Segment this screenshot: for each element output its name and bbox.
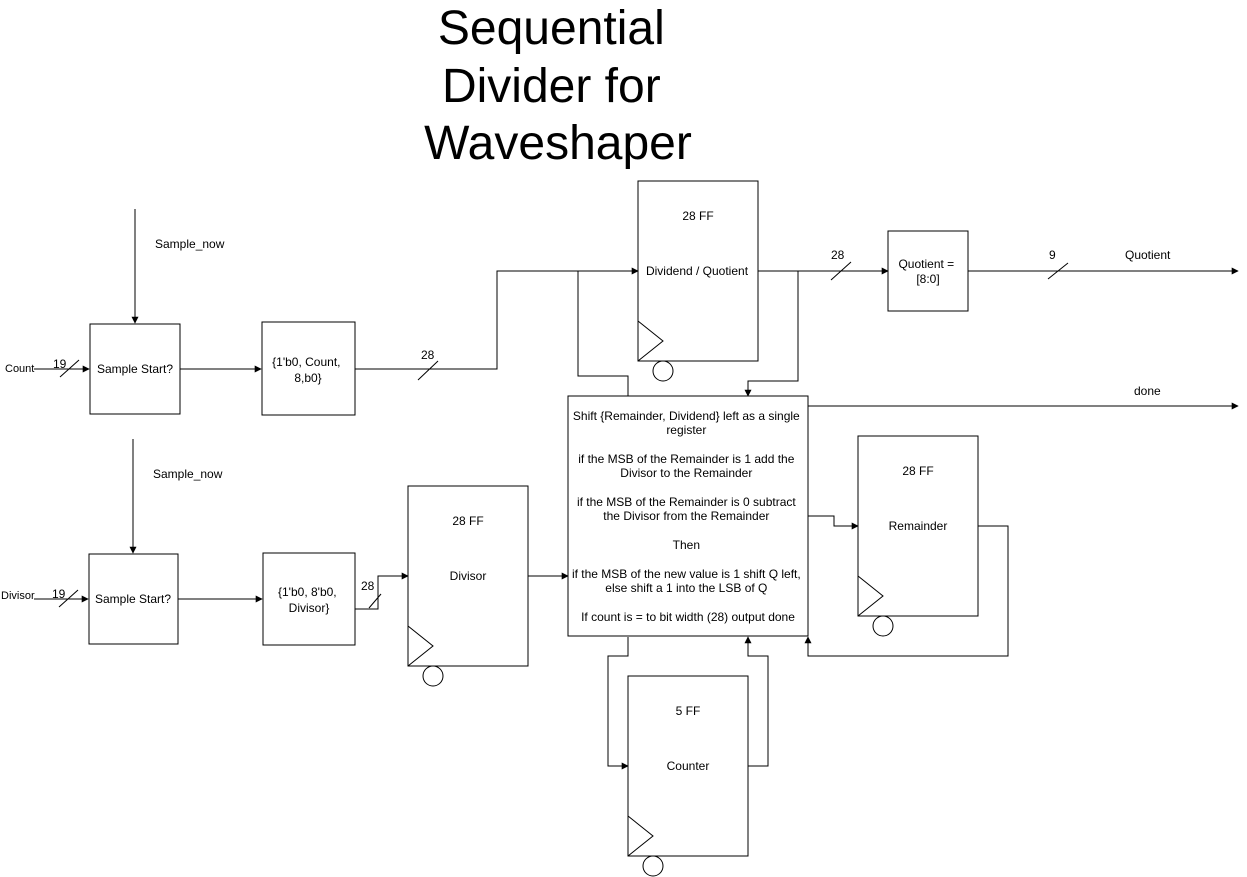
dividend-clock-bubble (652, 360, 674, 382)
concat-divisor-line-1: {1'b0, 8'b0, (278, 585, 337, 599)
quotient-out-width-label: 9 (1049, 248, 1056, 262)
divisor-register: 28 FF Divisor (407, 485, 529, 687)
title-line-1: Sequential (438, 2, 665, 55)
logic-line: else shift a 1 into the LSB of Q (605, 581, 767, 595)
remainder-register-size: 28 FF (902, 464, 933, 478)
divide-logic-text: Shift {Remainder, Dividend} left as a si… (572, 409, 804, 624)
divisor-register-size: 28 FF (452, 514, 483, 528)
concat-to-divisor-wire (355, 572, 409, 610)
remainder-to-logic-wire (804, 525, 1009, 657)
count-ext-width-label: 28 (421, 348, 435, 362)
concat-divisor-block: {1'b0, 8'b0, Divisor} (262, 552, 356, 646)
logic-line: the Divisor from the Remainder (603, 509, 769, 523)
counter-clock-bubble (642, 855, 664, 877)
divisor-input-label: Divisor (1, 590, 35, 602)
counter-to-logic-wire (744, 636, 769, 767)
sample-start-block-bottom: Sample Start? (88, 553, 179, 645)
dividend-out-width-label: 28 (831, 248, 845, 262)
done-output-label: done (1134, 384, 1161, 398)
concat-count-line-2: 8,b0} (294, 371, 321, 385)
divisor-clock-bubble (422, 665, 444, 687)
concat-count-box (261, 321, 356, 416)
count-to-dividend-wire (355, 267, 639, 370)
counter-clock-triangle (627, 815, 654, 857)
dividend-register-name: Dividend / Quotient (646, 264, 749, 278)
divide-logic-block: Shift {Remainder, Dividend} left as a si… (567, 395, 809, 637)
logic-line: if the MSB of the Remainder is 0 subtrac… (577, 495, 796, 509)
bus-slash-count-ext (417, 360, 439, 381)
logic-line: if the MSB of the Remainder is 1 add the (578, 452, 794, 466)
logic-line: Divisor to the Remainder (620, 466, 752, 480)
logic-line: Then (673, 538, 700, 552)
divisor-clock-triangle (407, 625, 434, 667)
sample-start-top-label: Sample Start? (97, 362, 173, 376)
divide-logic-box (567, 395, 809, 637)
quotient-slice-label: Quotient = [8:0] (898, 257, 957, 286)
logic-line: if the MSB of the new value is 1 shift Q… (572, 567, 801, 581)
dividend-clock-triangle (637, 320, 664, 362)
counter-register: 5 FF Counter (627, 675, 749, 877)
title-line-2: Divider for (442, 60, 661, 113)
count-in-width-label: 19 (53, 357, 67, 371)
divisor-register-name: Divisor (450, 569, 487, 583)
dividend-register-size: 28 FF (682, 209, 713, 223)
count-input-label: Count (5, 363, 34, 375)
quotient-output-label: Quotient (1125, 248, 1171, 262)
sample-start-bottom-label: Sample Start? (95, 592, 171, 606)
concat-count-block: {1'b0, Count, 8,b0} (261, 321, 356, 416)
bus-width-marks (58, 261, 1069, 609)
sample-start-bottom-line: Sample Start? (95, 592, 171, 606)
dividend-register: 28 FF Dividend / Quotient (637, 180, 759, 382)
dividend-register-box (637, 180, 759, 362)
remainder-clock-triangle (857, 575, 884, 617)
logic-line: register (666, 423, 706, 437)
wires (34, 209, 1239, 770)
bus-slash-dividend-out (830, 261, 852, 281)
divisor-ext-width-label: 28 (361, 579, 375, 593)
dividend-to-logic-wire (744, 271, 799, 397)
concat-divisor-label: {1'b0, 8'b0, Divisor} (278, 585, 340, 615)
concat-divisor-box (262, 552, 356, 646)
counter-register-name: Counter (667, 759, 710, 773)
bus-slash-divisor-in (58, 589, 79, 608)
logic-line: If count is = to bit width (28) output d… (581, 610, 795, 624)
logic-to-dividend-wire (577, 271, 629, 397)
sample-start-bottom-box (88, 553, 179, 645)
counter-register-size: 5 FF (676, 704, 701, 718)
logic-to-remainder-wire (808, 515, 859, 530)
remainder-register: 28 FF Remainder (857, 435, 979, 637)
diagram-title: Sequential Divider for Waveshaper (424, 2, 692, 170)
concat-count-line-1: {1'b0, Count, (272, 355, 340, 369)
sample-now-top-label: Sample_now (155, 237, 225, 251)
quotient-slice-block: Quotient = [8:0] (887, 230, 969, 312)
concat-count-label: {1'b0, Count, 8,b0} (272, 355, 344, 385)
logic-to-counter-wire (607, 637, 629, 770)
bus-slash-quotient-out (1047, 262, 1069, 280)
logic-line: Shift {Remainder, Dividend} left as a si… (573, 409, 800, 423)
divisor-in-width-label: 19 (52, 587, 66, 601)
sample-now-bottom-label: Sample_now (153, 467, 223, 481)
quotient-slice-line-2: [8:0] (916, 272, 939, 286)
remainder-register-box (857, 435, 979, 617)
sample-start-top-line: Sample Start? (97, 362, 173, 376)
counter-register-box (627, 675, 749, 857)
bus-slash-count-in (59, 359, 80, 378)
remainder-register-name: Remainder (889, 519, 948, 533)
bus-slash-divisor-ext (368, 593, 382, 609)
quotient-slice-line-1: Quotient = (898, 257, 954, 271)
remainder-clock-bubble (872, 615, 894, 637)
quotient-slice-box (887, 230, 969, 312)
sample-start-top-box (89, 323, 181, 415)
divisor-register-box (407, 485, 529, 667)
signal-labels: Count Divisor Sample_now Sample_now 19 1… (1, 237, 1171, 602)
concat-divisor-line-2: Divisor} (289, 601, 330, 615)
sample-start-block-top: Sample Start? (89, 323, 181, 415)
title-line-3: Waveshaper (424, 117, 692, 170)
